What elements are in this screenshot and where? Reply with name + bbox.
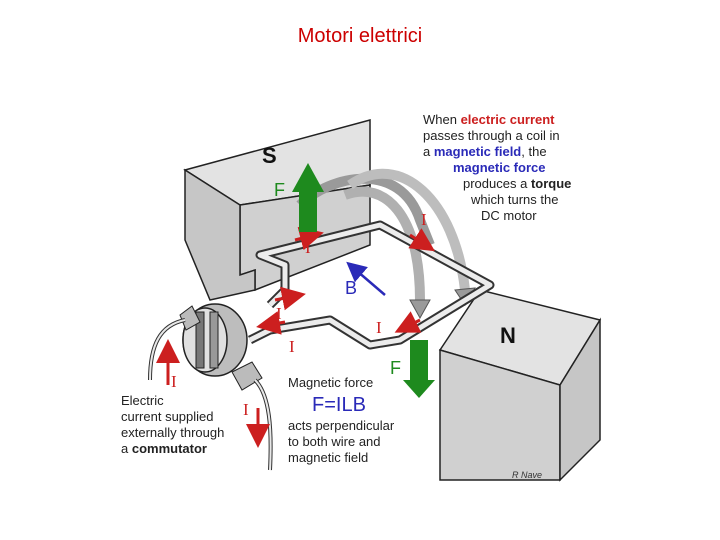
- page-title: Motori elettrici: [297, 25, 423, 47]
- force-note-heading: Magnetic force: [288, 375, 374, 390]
- commutator: [179, 303, 263, 391]
- force-label-bottom: F: [390, 358, 401, 378]
- force-arrow-down: [403, 340, 435, 398]
- coil-current-arrows: [256, 226, 436, 335]
- explanation-line-5: produces a torque: [463, 176, 572, 191]
- current-label-1: I: [305, 238, 311, 257]
- field-arrow: [346, 261, 386, 296]
- explanation-text: When electric current passes through a c…: [423, 112, 571, 224]
- explanation-line-2: passes through a coil in: [423, 128, 560, 143]
- explanation-line-4: magnetic force: [453, 160, 546, 175]
- force-arrow-up: [292, 163, 324, 232]
- explanation-line-7: DC motor: [481, 208, 537, 223]
- north-magnet: [438, 289, 602, 482]
- south-magnet: [183, 119, 371, 301]
- explanation-line-3: a magnetic field, the: [423, 144, 547, 159]
- force-formula: F=ILB: [312, 394, 366, 416]
- current-label-5: I: [376, 318, 382, 337]
- current-label-in: I: [171, 372, 177, 391]
- field-label: B: [345, 278, 358, 298]
- credit: R Nave: [512, 470, 543, 480]
- pole-n-label: N: [500, 323, 516, 348]
- explanation-line-1: When electric current: [423, 112, 555, 127]
- commutator-note: Electric current supplied externally thr…: [121, 393, 225, 456]
- current-label-out: I: [243, 400, 249, 419]
- current-label-2: I: [421, 210, 427, 229]
- coil-loop: [247, 220, 495, 350]
- current-label-3: I: [276, 304, 282, 323]
- force-note: Magnetic force F=ILB acts perpendicular …: [288, 375, 395, 465]
- force-label-top: F: [274, 180, 285, 200]
- explanation-line-6: which turns the: [471, 192, 559, 207]
- current-label-4: I: [289, 337, 295, 356]
- external-wires: [148, 318, 273, 471]
- pole-s-label: S: [262, 143, 277, 168]
